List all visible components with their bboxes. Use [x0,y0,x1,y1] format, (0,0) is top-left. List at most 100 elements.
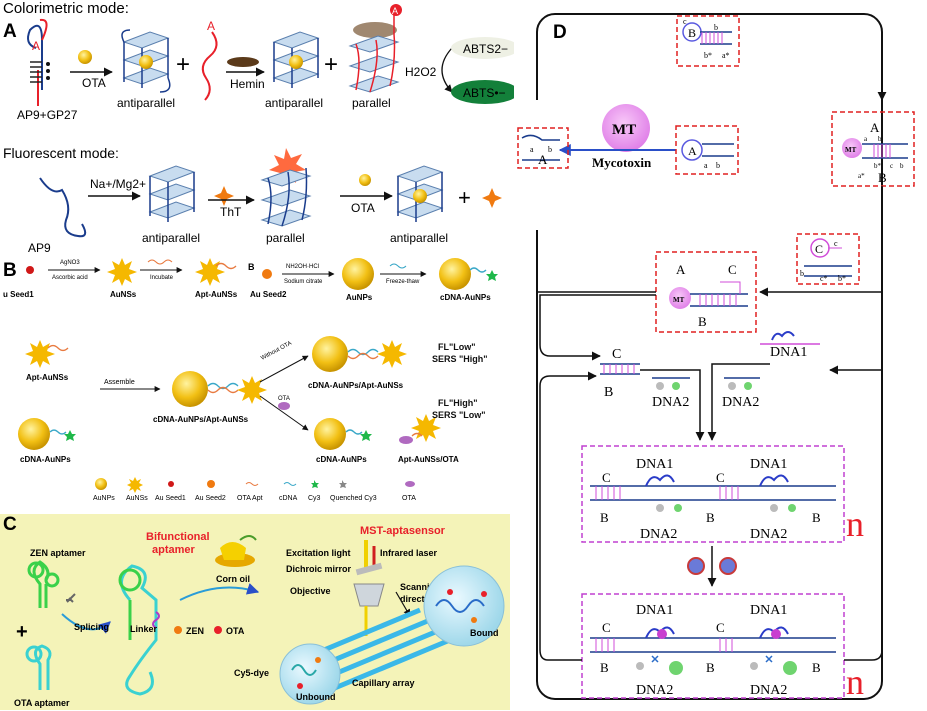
p2-b-a: B [600,660,609,675]
box-released-a [517,127,569,169]
cdna-aunps-bottom-label: cDNA-AuNPs [316,455,367,464]
p2-b-b: B [706,660,715,675]
complex-b: B [878,170,887,185]
aunss-label: AuNSs [110,290,137,299]
cdna-aunps-icon [439,258,471,290]
h2o2-curve-arrow [441,47,453,93]
assemble-label: Assemble [104,379,135,386]
plus-sign-2: + [324,51,338,78]
panel-b: B B u Seed1 AgNO3 Ascorbic acid AuNSs In… [3,258,498,502]
panel-a-letter: A [3,21,17,42]
aunss-icon [107,258,137,286]
abts-bottom-label: ABTS•− [463,86,506,100]
complex-mt: MT [845,146,857,154]
cdna-aunps-bottom-icon [314,418,346,450]
h2o2-label: H2O2 [405,65,437,79]
p1-dna1-b: DNA1 [750,457,787,472]
aunps-icon [342,258,374,290]
complex-a: A [870,120,880,135]
hairpin-c-label: C [815,242,823,256]
released-a-b: b [548,145,552,154]
tht-star-icon [214,186,234,206]
plus-sign-3: + [458,185,471,210]
unbound-label: Unbound [296,692,336,702]
legend-ota: OTA [402,495,416,502]
citrate-label: Sodium citrate [284,279,323,285]
ota-small-label: OTA [278,396,290,402]
panel-a: A Colorimetric mode: A AP9+GP27 OTA [3,0,519,255]
p1-b-c: B [812,510,821,525]
legend-seed2: Au Seed2 [195,495,226,502]
fl-parallel-label: parallel [266,231,305,245]
cy5-label: Cy5-dye [234,668,269,678]
g-quadruplex-antiparallel-1 [121,29,171,93]
ota-aptamer-label: OTA aptamer [14,698,70,708]
hemin-label: Hemin [230,77,265,91]
strand-a-label: A [207,19,215,33]
ota-label: OTA [226,626,245,636]
cdna-aunps-left-icon [18,418,50,450]
cdna-aunps-left-label: cDNA-AuNPs [20,455,71,464]
hemin-icon [227,57,259,67]
b-top-c: c [683,17,687,26]
p1-c-a: C [602,470,611,485]
tht-label: ThT [220,205,242,219]
bifunctional-aptamer-shape [118,564,160,696]
fl-quadruplex-antiparallel-2 [396,165,444,222]
mycotoxin-label: Mycotoxin [592,155,652,170]
repeat-n-1: n [846,504,864,544]
p2-dna2-b: DNA2 [750,683,787,698]
colorimetric-title: Colorimetric mode: [3,0,129,17]
enzyme-icon-2 [719,557,737,575]
au-seed1-icon [26,266,34,274]
g-quadruplex-parallel: A [348,4,402,93]
ota-step2-label: OTA [351,201,375,215]
abc-mt: MT [673,296,685,304]
apt-ota-icon [411,414,441,442]
legend-cdna: cDNA [279,495,298,502]
aptamer-label: AP9+GP27 [17,108,78,122]
zen-label: ZEN [186,626,204,636]
repeat-n-2: n [846,662,864,702]
c-bstar: b* [838,274,846,283]
sers-high-label: SERS "High" [432,354,488,364]
complex-b2: b [900,162,904,170]
agno3-label: AgNO3 [60,260,80,266]
legend-quenched-cy3: Quenched Cy3 [330,495,377,502]
p1-b-a: B [600,510,609,525]
apt-aunss-left-label: Apt-AuNSs [26,373,69,382]
aptamer-a-a: a [704,161,708,170]
ions-label: Na+/Mg2+ [90,177,146,191]
bifunctional-label: Bifunctional [146,531,210,543]
aptamer-a-label: A [688,144,697,158]
fl-quadruplex-antiparallel-1 [148,165,196,222]
p2-dna1-a: DNA1 [636,603,673,618]
excitation-label: Excitation light [286,548,351,558]
fl-antiparallel-label-2: antiparallel [390,231,448,245]
freeze-label: Freeze-thaw [386,279,420,285]
to-mst-arrow [179,583,260,601]
mt-label: MT [612,122,636,138]
fl-antiparallel-label-1: antiparallel [142,231,200,245]
apt-ota-label: Apt-AuNSs/OTA [398,455,459,464]
c-cstar: c* [820,274,828,283]
abts-bottom-ellipse [451,80,519,104]
cb-c: C [612,347,621,362]
linker-label: Linker [130,624,158,634]
recycle-left-arrow [539,371,597,661]
without-ota-label: Without OTA [260,341,293,362]
cb-b: B [604,385,613,400]
au-seed2-icon [262,269,272,279]
p1-c-b: C [716,470,725,485]
abc-a: A [676,262,686,277]
abc-b: B [698,314,707,329]
strand-a [201,31,218,101]
complex-right-label: cDNA-AuNPs/Apt-AuNSs [308,381,404,390]
apt-aunss-label: Apt-AuNSs [195,290,238,299]
apt-aunss-left-icon [25,340,55,368]
bound-bubble [423,565,505,647]
seed2-label: Au Seed2 [250,290,287,299]
nh2oh-label: NH2OH·HCl [286,264,319,270]
tht-star-released-icon [482,188,502,208]
